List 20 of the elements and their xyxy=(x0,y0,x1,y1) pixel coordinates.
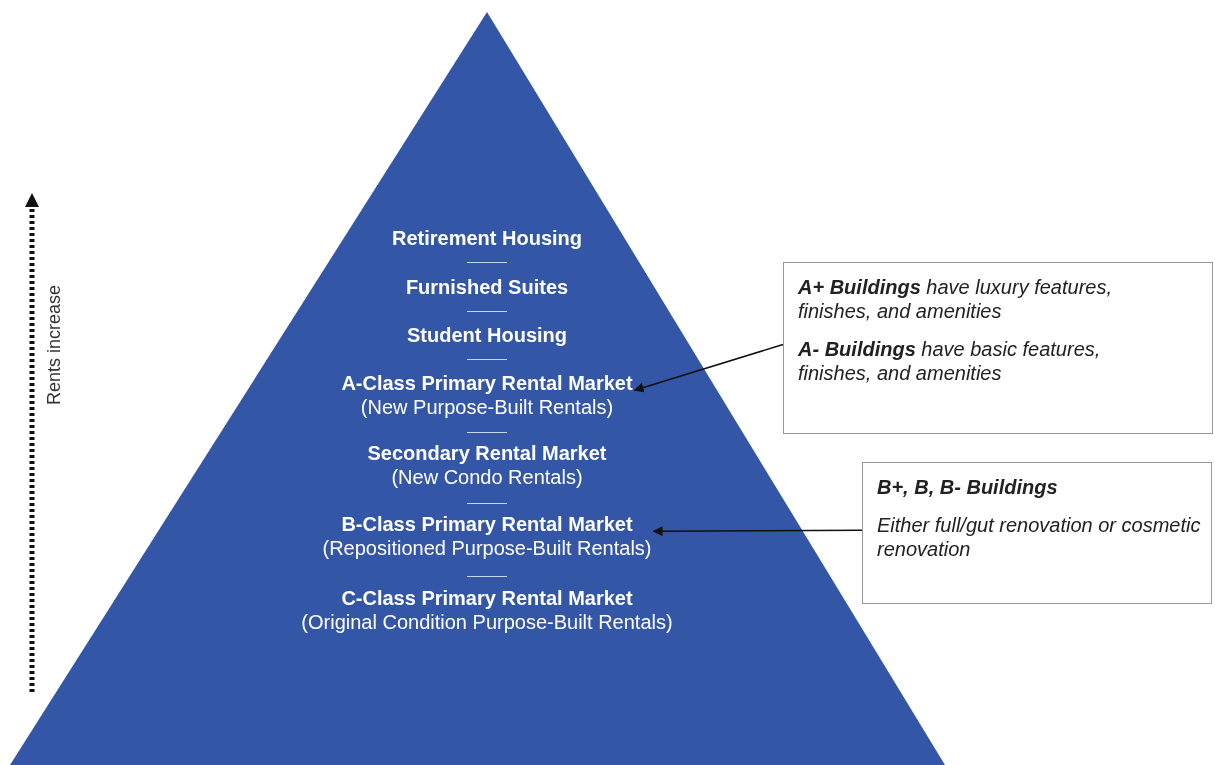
tier-subtitle: (Repositioned Purpose-Built Rentals) xyxy=(322,536,652,560)
arrow xyxy=(633,343,784,393)
tier-label: A-Class Primary Rental Market xyxy=(341,371,633,395)
tier-label: C-Class Primary Rental Market xyxy=(341,586,633,610)
callout-text: Either full/gut renovation or cosmetic renovation xyxy=(877,513,1202,561)
callout-text: A- Buildings have basic features, finishes, and amenities xyxy=(798,337,1102,385)
tier-subtitle: (New Condo Rentals) xyxy=(391,465,583,489)
tier-subtitle: (Original Condition Purpose-Built Rentals) xyxy=(301,610,673,634)
tier-label: Secondary Rental Market xyxy=(367,441,607,465)
tier-label: Student Housing xyxy=(407,323,567,347)
tier-subtitle: (New Purpose-Built Rentals) xyxy=(360,395,614,419)
callout-box xyxy=(862,462,1212,604)
tier-label: Furnished Suites xyxy=(405,275,569,299)
callout-box xyxy=(783,262,1213,434)
axis-label: Rents increase xyxy=(44,284,65,405)
callout-text: A+ Buildings have luxury features, finishes, and amenities xyxy=(798,275,1113,323)
arrow xyxy=(652,526,863,537)
tier-label: Retirement Housing xyxy=(392,226,582,250)
callout-heading: B+, B, B- Buildings xyxy=(877,475,1058,499)
tier-label: B-Class Primary Rental Market xyxy=(341,512,633,536)
